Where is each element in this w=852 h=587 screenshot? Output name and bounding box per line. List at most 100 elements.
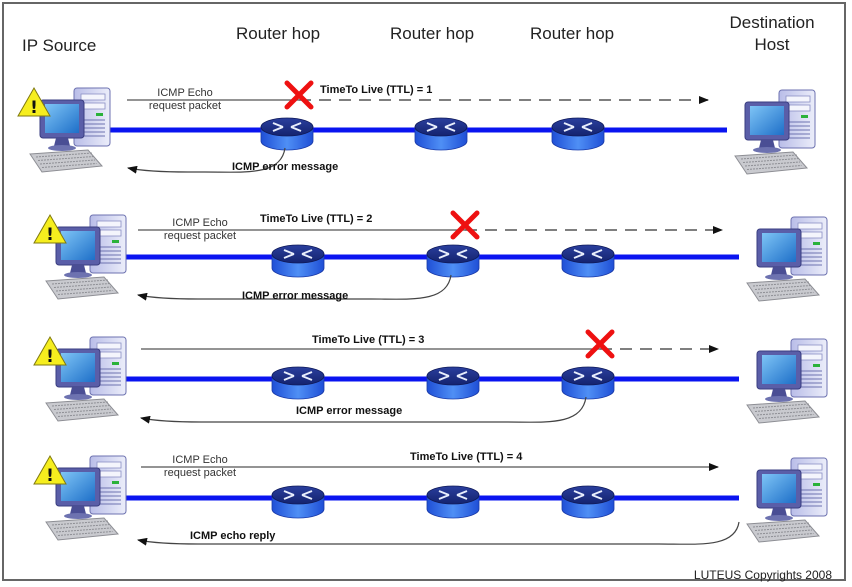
- router-arrow: [301, 249, 313, 259]
- router-hop-3: [561, 244, 615, 278]
- keyboard-keys: [742, 158, 799, 163]
- x-stroke: [284, 80, 314, 110]
- monitor-screen: [762, 233, 796, 262]
- monitor-screen: [750, 106, 784, 135]
- warning-icon: !: [33, 213, 67, 245]
- drop-x-icon: [585, 329, 615, 359]
- keyboard-keys: [35, 152, 93, 158]
- keyboard-keys: [55, 527, 112, 533]
- router-hop-2: [426, 366, 480, 400]
- router-hop-1: [260, 117, 314, 151]
- router-arrow: [438, 490, 450, 500]
- warning-exclamation: !: [30, 98, 38, 118]
- reply-arrow: [127, 147, 286, 174]
- drive-bay: [785, 95, 811, 103]
- router-hop-1: [271, 244, 325, 278]
- router-top: [426, 485, 480, 505]
- drive-bay: [96, 220, 122, 228]
- router-arrow: [573, 371, 585, 381]
- drop-x-icon: [284, 80, 314, 110]
- monitor-screen: [61, 353, 95, 382]
- monitor-screen: [762, 355, 796, 384]
- monitor-base: [48, 145, 76, 151]
- keyboard-keys: [754, 285, 811, 290]
- router-arrow: [426, 122, 438, 132]
- keyboard-keys: [740, 154, 798, 160]
- drive-bay: [797, 231, 823, 239]
- monitor-screen: [61, 231, 95, 260]
- keyboard-keys: [758, 414, 814, 419]
- keyboard-keys: [746, 165, 802, 170]
- monitor-base: [753, 147, 781, 153]
- drive-bay: [797, 463, 823, 471]
- router-top: [260, 117, 314, 137]
- keyboard-keys: [39, 159, 96, 165]
- router-arrow: [301, 371, 313, 381]
- echo-label-line1: ICMP Echo: [172, 217, 227, 229]
- header-router-hop-1: Router hop: [236, 24, 320, 43]
- drive-bay: [797, 222, 823, 230]
- router-hop-3: [561, 485, 615, 519]
- warning-exclamation: !: [46, 466, 54, 486]
- source-computer: !: [33, 454, 127, 541]
- destination-computer: [746, 216, 828, 302]
- echo-label-line1: ICMP Echo: [157, 87, 212, 99]
- power-led: [813, 242, 820, 245]
- router-arrow: [438, 249, 450, 259]
- keyboard-keys: [55, 408, 112, 414]
- router-arrow: [456, 249, 468, 259]
- monitor-base: [765, 274, 793, 280]
- router-top: [426, 244, 480, 264]
- keyboard-keys: [37, 156, 94, 161]
- router-hop-1: [271, 485, 325, 519]
- keyboard-keys: [53, 405, 110, 410]
- router-top: [414, 117, 468, 137]
- router-arrow: [283, 371, 295, 381]
- router-arrow: [591, 249, 603, 259]
- echo-label-line1: ICMP Echo: [172, 454, 227, 466]
- keyboard: [746, 400, 821, 424]
- drive-bay: [96, 342, 122, 350]
- warning-icon: !: [17, 86, 51, 118]
- power-led: [112, 240, 119, 243]
- x-stroke: [450, 210, 480, 240]
- drive-bay: [785, 104, 811, 112]
- destination-computer: [734, 89, 816, 175]
- keyboard: [734, 151, 809, 175]
- ttl-label: TimeTo Live (TTL) = 2: [260, 213, 372, 225]
- power-led: [96, 113, 103, 116]
- router-arrow: [283, 249, 295, 259]
- router-top: [561, 485, 615, 505]
- router-hop-3: [561, 366, 615, 400]
- router-arrow: [591, 371, 603, 381]
- router-hop-3: [551, 117, 605, 151]
- diagram-frame: [2, 2, 846, 581]
- keyboard-keys: [51, 520, 109, 526]
- router-arrow: [272, 122, 284, 132]
- router-arrow: [581, 122, 593, 132]
- keyboard-keys: [752, 403, 810, 409]
- source-computer: !: [33, 335, 127, 422]
- drive-bay: [797, 472, 823, 480]
- source-computer: !: [17, 86, 111, 173]
- keyboard-keys: [754, 407, 811, 412]
- keyboard: [45, 517, 120, 541]
- monitor-stand: [759, 140, 775, 148]
- keyboard-keys: [758, 292, 814, 297]
- router-top: [561, 366, 615, 386]
- monitor-stand: [70, 387, 86, 395]
- keyboard-keys: [57, 290, 113, 295]
- drive-bay: [96, 351, 122, 359]
- x-stroke: [585, 329, 615, 359]
- router-arrow: [573, 249, 585, 259]
- drive-bay: [797, 344, 823, 352]
- router-top: [426, 366, 480, 386]
- router-arrow: [563, 122, 575, 132]
- keyboard: [45, 398, 120, 422]
- reply-label: ICMP error message: [296, 405, 402, 417]
- warning-triangle: [17, 86, 51, 117]
- router-arrow: [456, 490, 468, 500]
- router-top: [271, 244, 325, 264]
- monitor-stand: [54, 138, 70, 146]
- echo-label-line2: request packet: [164, 467, 236, 479]
